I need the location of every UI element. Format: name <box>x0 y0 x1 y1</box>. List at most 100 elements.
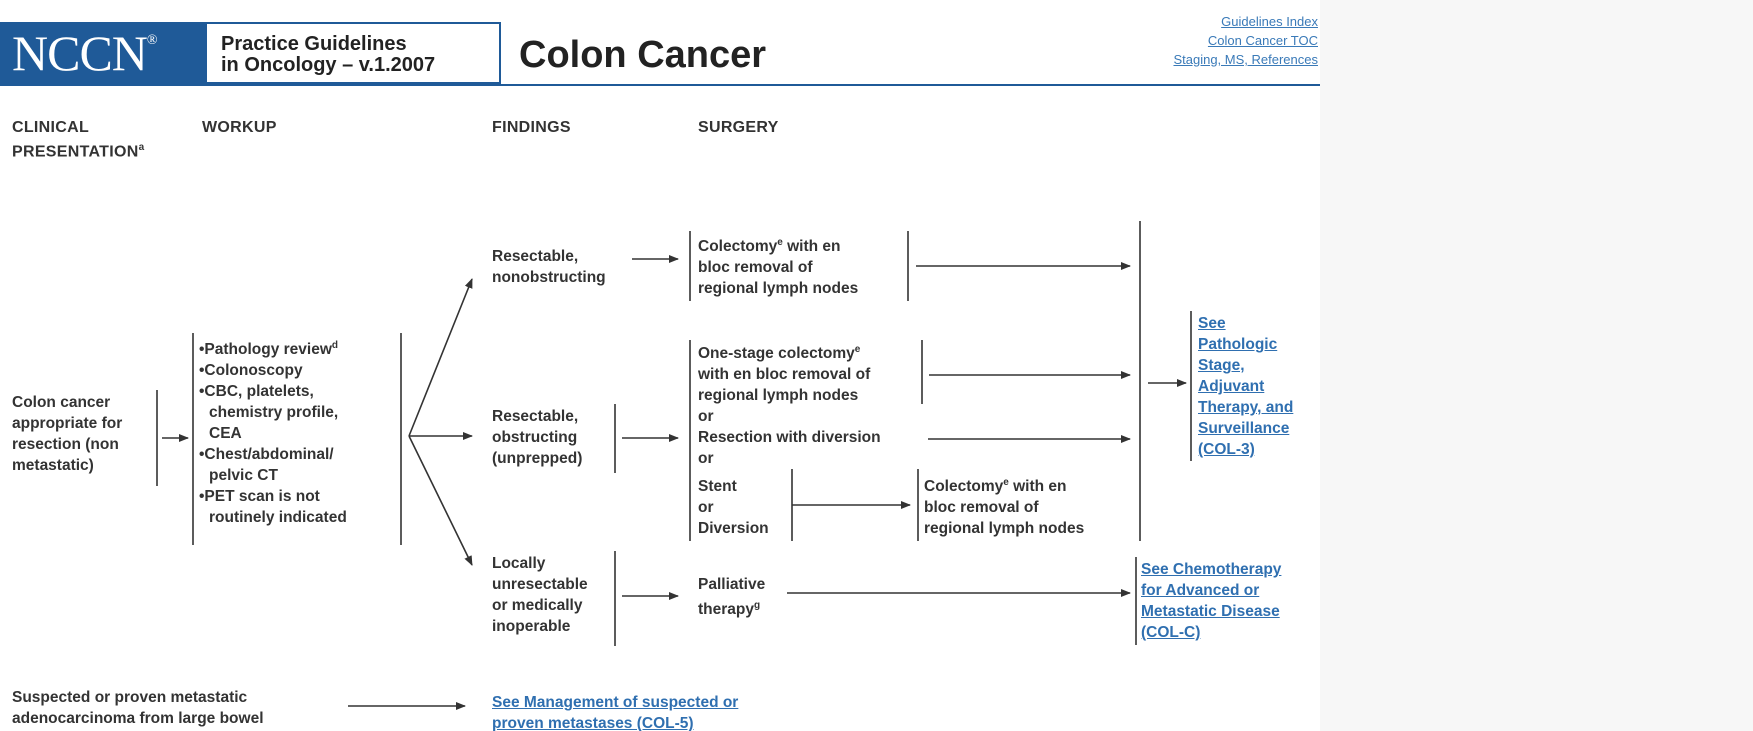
workup-text: •PET scan is not <box>199 488 320 506</box>
workup-text: routinely indicated <box>209 509 347 527</box>
surgery-or: or <box>698 408 714 426</box>
link-line[interactable]: See Chemotherapy <box>1141 561 1282 578</box>
surgery-palliative-therapy: Palliative therapyg <box>698 574 808 620</box>
flow-connectors <box>156 221 1192 710</box>
finding-line: unresectable <box>492 576 588 593</box>
registered-mark: ® <box>146 33 158 48</box>
surgery-text: Colectomy <box>924 478 1004 496</box>
workup-text: •Pathology review <box>199 341 332 359</box>
guidelines-version-box: Practice Guidelines in Oncology – v.1.20… <box>205 22 501 84</box>
presentation-line: appropriate for <box>12 415 123 432</box>
finding-line: inoperable <box>492 618 571 635</box>
heading-clinical-presentation: CLINICAL PRESENTATIONa <box>12 118 144 162</box>
workup-text: pelvic CT <box>209 467 278 485</box>
arrow-to-unresectable <box>408 435 473 566</box>
workup-footnote: d <box>331 340 339 351</box>
link-see-chemotherapy[interactable]: See Chemotherapy for Advanced or Metasta… <box>1141 559 1319 643</box>
surgery-footnote: e <box>854 344 861 355</box>
staging-ms-references-link[interactable]: Staging, MS, References <box>1173 52 1318 67</box>
finding-line: nonobstructing <box>492 269 606 286</box>
surgery-colectomy-en-bloc: Colectomye with en bloc removal of regio… <box>698 232 908 299</box>
finding-line: (unprepped) <box>492 450 583 467</box>
finding-line: Locally <box>492 555 546 572</box>
finding-line: Resectable, <box>492 248 579 265</box>
workup-item-colonoscopy: •Colonoscopy <box>199 362 303 380</box>
workup-item-cbc: •CBC, platelets, chemistry profile, CEA <box>197 381 397 444</box>
surgery-one-stage-colectomy: One-stage colectomye with en bloc remova… <box>698 339 928 469</box>
guideline-page: NCCN® Practice Guidelines in Oncology – … <box>0 12 1320 731</box>
surgery-line: or <box>698 499 714 516</box>
link-see-pathologic-stage[interactable]: See Pathologic Stage, Adjuvant Therapy, … <box>1198 313 1318 460</box>
surgery-line: regional lymph nodes <box>698 280 859 298</box>
presentation-line: resection (non <box>12 436 119 453</box>
workup-item-pathology: •Pathology reviewd <box>197 335 397 360</box>
link-line[interactable]: Stage, <box>1198 357 1245 374</box>
presentation-metastatic: Suspected or proven metastatic adenocarc… <box>12 687 332 729</box>
surgery-line: bloc removal of <box>924 499 1039 517</box>
surgery-text: Colectomy <box>698 238 778 256</box>
page-title: Colon Cancer <box>519 34 767 76</box>
workup-item-ct: •Chest/abdominal/pelvic CT <box>197 444 397 486</box>
workup-list: •Pathology reviewd •Colonoscopy •CBC, pl… <box>197 335 397 528</box>
link-line[interactable]: Adjuvant <box>1198 378 1265 395</box>
guidelines-line-1: Practice Guidelines <box>221 33 407 55</box>
surgery-or: or <box>698 450 714 468</box>
logo-text: NCCN <box>12 25 148 81</box>
surgery-line: Stent <box>698 478 737 495</box>
surgery-text: with en <box>787 238 841 256</box>
guidelines-index-link[interactable]: Guidelines Index <box>1221 14 1318 29</box>
surgery-footnote: e <box>777 237 783 248</box>
heading-surgery: SURGERY <box>698 119 779 136</box>
presentation-line: metastatic) <box>12 457 94 474</box>
surgery-stent-or-diversion: Stent or Diversion <box>698 476 788 539</box>
surgery-text: therapy <box>698 601 754 619</box>
link-line[interactable]: See Management of suspected or <box>492 694 739 711</box>
link-line[interactable]: for Advanced or <box>1141 582 1260 599</box>
link-line[interactable]: See <box>1198 315 1226 332</box>
heading-workup: WORKUP <box>202 119 277 136</box>
heading-clinical-line-1: CLINICAL <box>12 119 90 136</box>
guidelines-line-2: in Oncology – v.1.2007 <box>221 54 436 76</box>
surgery-footnote: e <box>1003 477 1009 488</box>
workup-text: CEA <box>209 425 242 443</box>
finding-line: or medically <box>492 597 583 614</box>
link-line[interactable]: Surveillance <box>1198 420 1290 437</box>
surgery-footnote: g <box>754 600 761 611</box>
heading-clinical-line-2: PRESENTATION <box>12 143 139 161</box>
presentation-colon-cancer: Colon cancer appropriate for resection (… <box>12 392 152 476</box>
surgery-colectomy-after-stent: Colectomye with en bloc removal of regio… <box>924 472 1134 539</box>
surgery-line: with en bloc removal of <box>698 366 871 384</box>
surgery-line: regional lymph nodes <box>698 387 859 405</box>
surgery-line: Palliative <box>698 576 766 593</box>
surgery-line: regional lymph nodes <box>924 520 1085 538</box>
surgery-resection-with-diversion: Resection with diversion <box>698 429 881 447</box>
workup-item-pet: •PET scan is not routinely indicated <box>197 486 397 528</box>
finding-locally-unresectable: Locally unresectable or medically inoper… <box>492 553 612 637</box>
heading-findings: FINDINGS <box>492 119 571 136</box>
metastatic-line: adenocarcinoma from large bowel <box>12 710 264 727</box>
finding-line: obstructing <box>492 429 578 446</box>
arrow-to-nonobstructing <box>408 278 473 437</box>
surgery-text: with en <box>1013 478 1067 496</box>
workup-text: •Chest/abdominal/ <box>199 446 334 464</box>
colon-cancer-toc-link[interactable]: Colon Cancer TOC <box>1207 33 1318 48</box>
link-line[interactable]: (COL-3) <box>1198 441 1255 458</box>
nccn-logo: NCCN® <box>0 22 205 84</box>
link-line[interactable]: Therapy, and <box>1198 399 1294 416</box>
link-management-of-metastases[interactable]: See Management of suspected or proven me… <box>492 692 812 731</box>
surgery-text: One-stage colectomy <box>698 345 855 363</box>
finding-line: Resectable, <box>492 408 579 425</box>
link-line[interactable]: (COL-C) <box>1141 624 1201 641</box>
blank-margin <box>1320 0 1753 731</box>
link-line[interactable]: proven metastases (COL-5) <box>492 715 694 731</box>
link-line[interactable]: Metastatic Disease <box>1141 603 1280 620</box>
link-line[interactable]: Pathologic <box>1198 336 1278 353</box>
heading-clinical-footnote: a <box>138 142 145 153</box>
surgery-line: Diversion <box>698 520 769 537</box>
header-nav-links: Guidelines Index Colon Cancer TOC Stagin… <box>1100 12 1318 69</box>
header-divider <box>0 84 1320 86</box>
workup-text: chemistry profile, <box>209 404 339 422</box>
workup-text: •CBC, platelets, <box>199 383 314 401</box>
metastatic-line: Suspected or proven metastatic <box>12 689 248 706</box>
surgery-line: bloc removal of <box>698 259 813 277</box>
